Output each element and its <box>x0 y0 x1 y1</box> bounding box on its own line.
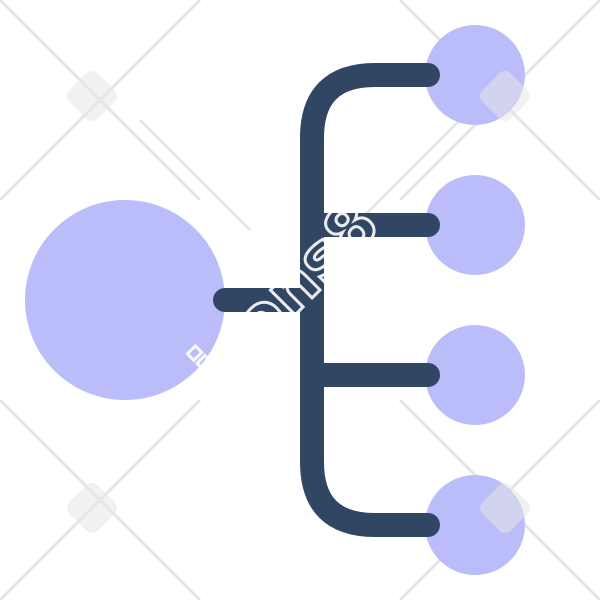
root-node <box>25 200 225 400</box>
connector-lines <box>213 63 440 537</box>
child-node-2 <box>425 175 525 275</box>
watermark-logos <box>67 71 530 533</box>
child-node-3 <box>425 325 525 425</box>
